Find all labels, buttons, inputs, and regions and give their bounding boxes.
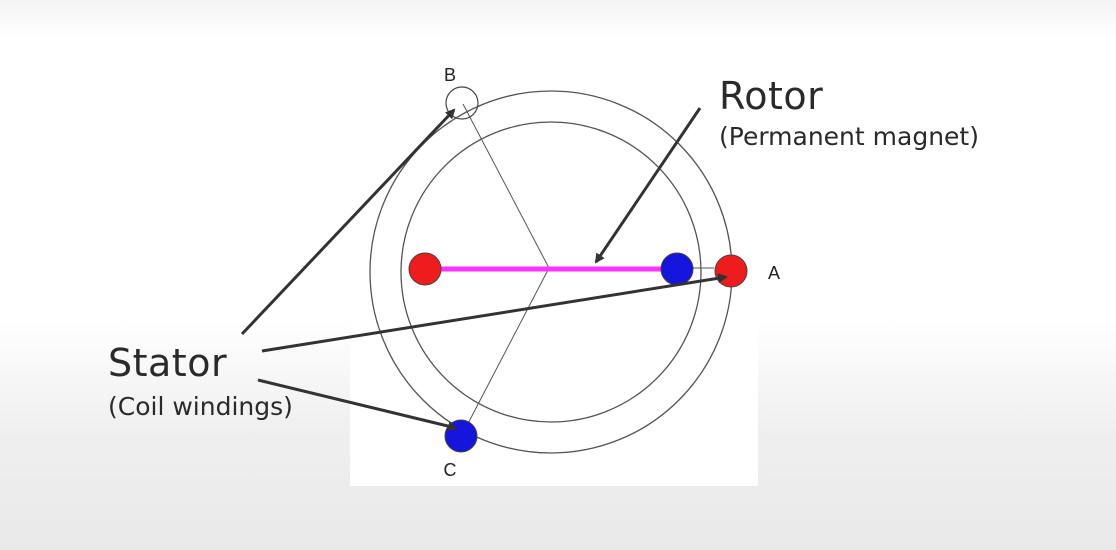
stator-subtitle: (Coil windings) (108, 392, 293, 421)
coil-c (444, 419, 478, 453)
stator-arrow-to-a (261, 273, 728, 353)
rotor-arrow (594, 107, 702, 264)
phase-label-b: B (444, 65, 456, 85)
phase-label-a: A (768, 263, 780, 283)
rotor-title: Rotor (719, 74, 824, 118)
phase-label-c: C (444, 460, 457, 480)
rotor-subtitle: (Permanent magnet) (719, 122, 979, 151)
stator-title: Stator (108, 341, 228, 385)
wye-line-c (461, 267, 550, 436)
rotor-north-pole (408, 252, 442, 286)
coil-b (445, 86, 479, 120)
rotor-south-pole (660, 252, 694, 286)
stator-arrow-to-b (240, 108, 456, 336)
stator-arrow-to-c (257, 378, 458, 431)
wye-line-b (462, 103, 550, 269)
coil-a (714, 254, 748, 288)
rotor-ring (400, 121, 702, 423)
